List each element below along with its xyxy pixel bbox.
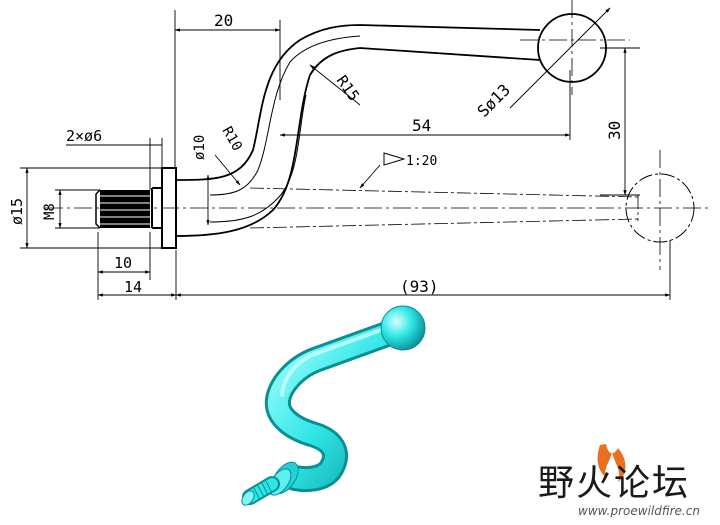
thread: [95, 189, 150, 229]
dim-slot-holes: 2×ø6: [66, 127, 102, 145]
watermark-url: www.proewildfire.cn: [578, 504, 700, 518]
flame-logo-icon: [597, 444, 626, 482]
dim-thread-length: 10: [114, 254, 132, 272]
dim-flange-dia: ø15: [8, 198, 26, 225]
dim-bend-radius-small: R10: [219, 124, 246, 154]
dim-horizontal-length: 54: [412, 116, 431, 135]
dim-thread: M8: [42, 203, 58, 220]
dim-head-length: 14: [124, 278, 142, 296]
shank-lines: [249, 187, 639, 229]
bent-arm-outline: [174, 24, 541, 237]
part-3d-render: [241, 305, 426, 506]
dim-bend-radius-large: R15: [333, 72, 363, 105]
thread-teeth: [100, 195, 150, 225]
dim-shank-dia: ø10: [192, 135, 208, 160]
centerlines: [45, 0, 712, 270]
dim-vertical-offset: 30: [605, 121, 624, 140]
dim-overall-length: (93): [400, 277, 439, 296]
dim-ball-dia: Sø13: [473, 80, 514, 121]
flange: [151, 167, 177, 249]
dim-top-width: 20: [214, 11, 233, 30]
arm-inner-lines: [209, 35, 361, 223]
thread-rings: [253, 480, 273, 501]
dim-taper: 1:20: [406, 154, 437, 169]
watermark-chinese: 野火论坛: [538, 463, 690, 504]
dimension-lines: [20, 7, 671, 300]
taper-symbol-icon: [383, 152, 406, 166]
watermark: 野火论坛 www.proewildfire.cn: [538, 444, 700, 518]
bottom-ball: [625, 173, 695, 243]
